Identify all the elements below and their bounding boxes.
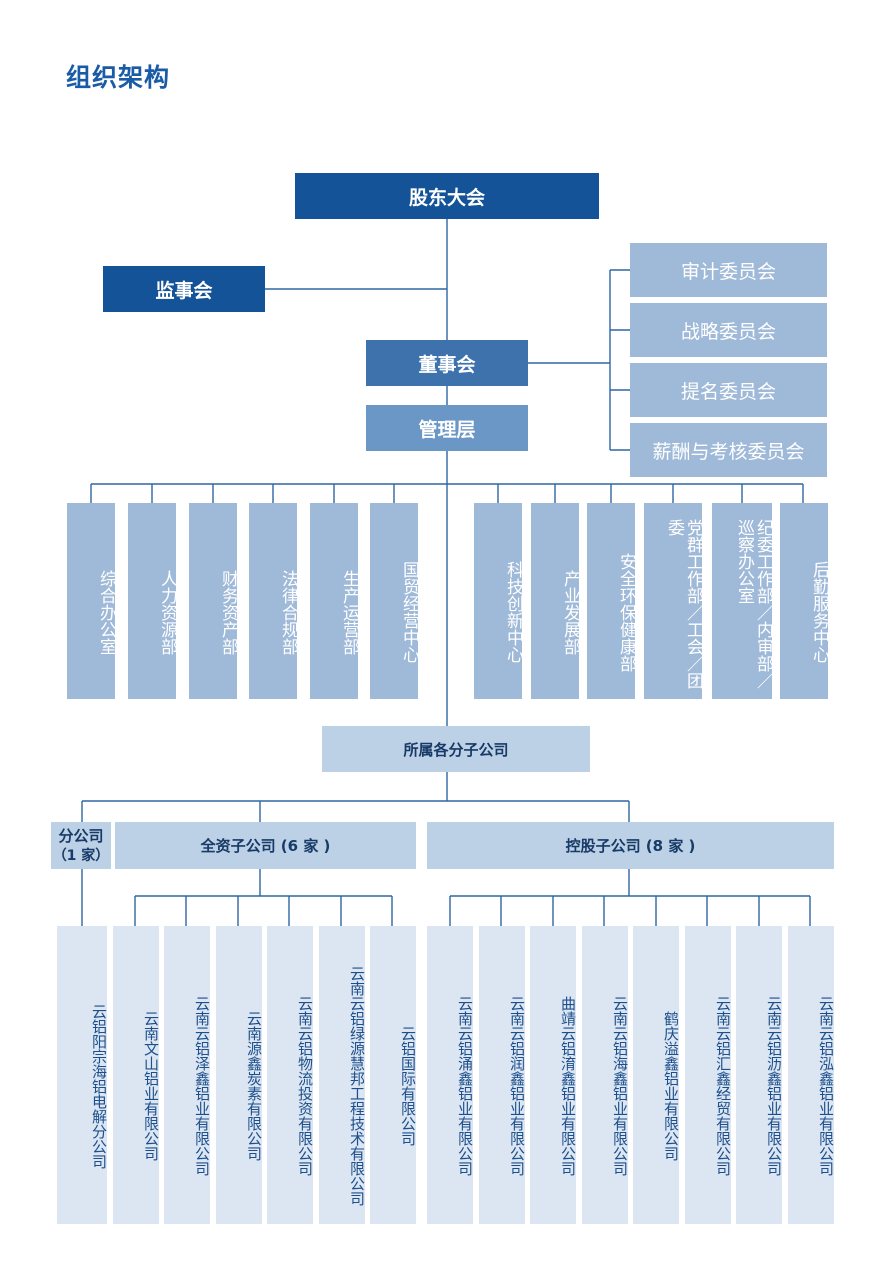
dept-tech-innovation: 科技创新中心 (474, 503, 523, 699)
company-branch-yangzonghai: 云铝阳宗海铝电解分公司 (57, 926, 108, 1224)
company-yunlv-international: 云铝国际有限公司 (370, 926, 417, 1224)
dept-logistics-services: 后勤服务中心 (780, 503, 829, 699)
dept-industry-development: 产业发展部 (531, 503, 580, 699)
dept-human-resources: 人力资源部 (128, 503, 177, 699)
company-yixin: 鹤庆溢鑫铝业有限公司 (633, 926, 680, 1224)
company-haixin: 云南云铝海鑫铝业有限公司 (582, 926, 629, 1224)
committee-strategy: 战略委员会 (630, 303, 827, 357)
dept-discipline-audit: 纪委工作部／内审部／巡察办公室 (712, 503, 773, 699)
page-title: 组织架构 (66, 63, 171, 92)
wholly-owned-header: 全资子公司 (6 家 ) (115, 822, 416, 869)
shareholders-meeting-box: 股东大会 (295, 173, 599, 219)
dept-safety-environment: 安全环保健康部 (587, 503, 636, 699)
dept-legal-compliance: 法律合规部 (249, 503, 298, 699)
dept-general-office: 综合办公室 (67, 503, 116, 699)
company-wenshan: 云南文山铝业有限公司 (113, 926, 160, 1224)
branch-header: 分公司 （1 家） (51, 822, 111, 869)
committee-audit: 审计委员会 (630, 243, 827, 297)
supervisory-board-box: 监事会 (103, 266, 265, 312)
company-yuxin: 曲靖云铝淯鑫铝业有限公司 (530, 926, 577, 1224)
company-hongxin: 云南云铝泓鑫铝业有限公司 (788, 926, 835, 1224)
company-zexin: 云南云铝泽鑫铝业有限公司 (164, 926, 211, 1224)
company-lvyuan-huibang: 云南云铝绿源慧邦工程技术有限公司 (319, 926, 366, 1224)
branch-count: （1 家） (52, 847, 110, 864)
company-logistics: 云南云铝物流投资有限公司 (267, 926, 314, 1224)
subsidiaries-header: 所属各分子公司 (322, 726, 590, 772)
company-yuanxin-carbon: 云南源鑫炭素有限公司 (216, 926, 263, 1224)
company-runxin: 云南云铝润鑫铝业有限公司 (479, 926, 526, 1224)
committee-remuneration: 薪酬与考核委员会 (630, 423, 827, 477)
dept-production-operations: 生产运营部 (310, 503, 359, 699)
company-yongxin: 云南云铝涌鑫铝业有限公司 (427, 926, 474, 1224)
company-huixin: 云南云铝汇鑫经贸有限公司 (685, 926, 732, 1224)
dept-intl-trade-center: 国贸经营中心 (370, 503, 419, 699)
company-lixin: 云南云铝沥鑫铝业有限公司 (736, 926, 783, 1224)
management-box: 管理层 (366, 405, 528, 451)
dept-party-union: 党群工作部／工会／团委 (644, 503, 703, 699)
branch-label: 分公司 (58, 826, 104, 845)
board-of-directors-box: 董事会 (366, 340, 528, 386)
dept-finance-assets: 财务资产部 (189, 503, 238, 699)
committee-nomination: 提名委员会 (630, 363, 827, 417)
holding-header: 控股子公司 (8 家 ) (427, 822, 834, 869)
